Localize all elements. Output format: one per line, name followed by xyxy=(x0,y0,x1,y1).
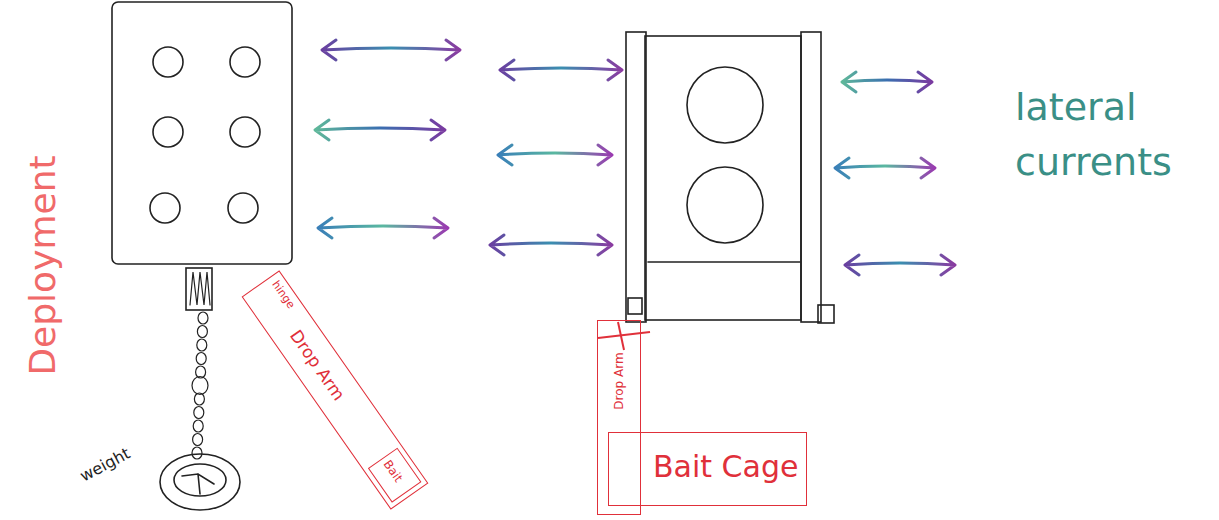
bait-box: Bait xyxy=(368,448,422,503)
current-arrow xyxy=(315,120,445,140)
current-arrow xyxy=(842,72,932,92)
arm-label: Drop Arm xyxy=(286,326,349,404)
bait-label: Bait xyxy=(381,457,406,484)
weight-label: weight xyxy=(77,443,134,485)
current-arrow xyxy=(498,145,612,165)
drop-arm: hingeDrop ArmBait xyxy=(242,270,429,509)
cage-label: Bait Cage xyxy=(653,449,798,484)
current-arrow xyxy=(490,235,612,255)
panel xyxy=(112,2,292,264)
bait-cage: Bait Cage xyxy=(608,432,807,506)
hinge-label: hinge xyxy=(269,278,297,311)
drop-arm: Drop Arm xyxy=(597,320,641,515)
currents-label: lateral currents xyxy=(1015,80,1200,190)
deployment-label: Deployment xyxy=(22,155,63,375)
current-arrow xyxy=(845,255,955,275)
current-arrow xyxy=(322,40,460,60)
current-arrow xyxy=(500,60,622,80)
arm-label: Drop Arm xyxy=(612,352,626,409)
current-arrow xyxy=(835,158,935,178)
current-arrow xyxy=(318,218,448,238)
